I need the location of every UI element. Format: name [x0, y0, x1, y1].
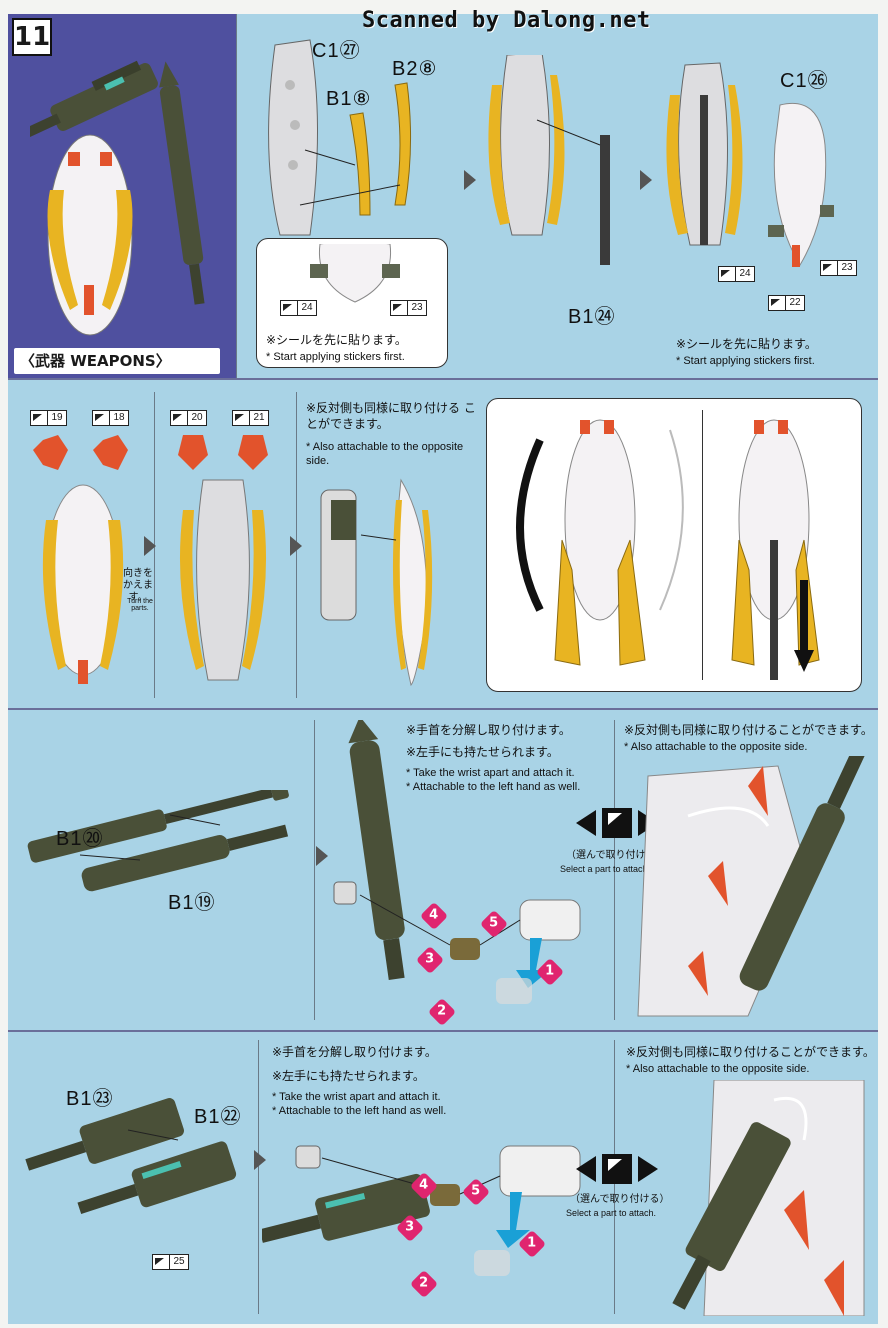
select-part-icon — [554, 1152, 704, 1188]
sticker-22: 22 — [768, 295, 805, 311]
sticker-note-en: * Start applying stickers first. — [676, 355, 815, 367]
arm-attach-art — [320, 478, 433, 686]
select-note-jp: （選んで取り付ける） — [566, 850, 666, 861]
gun-halves-art — [25, 1098, 237, 1215]
part-b1-19-label: B1⑲ — [168, 892, 216, 914]
shield-frame-art — [268, 39, 412, 236]
sticker-20: 20 — [170, 410, 207, 426]
part-b1-22-label: B1㉒ — [194, 1106, 242, 1128]
turn-note-en: Turn the parts. — [127, 598, 153, 612]
select-part-icon — [554, 806, 704, 842]
next-step-arrow — [290, 536, 302, 556]
sticker-21: 21 — [232, 410, 269, 426]
section-title: 〈武器 WEAPONS〉 — [14, 348, 220, 374]
shield-assembly-art — [666, 62, 834, 267]
sticker-note-jp: ※シールを先に貼ります。 — [676, 337, 817, 351]
part-b1-24-label: B1㉔ — [568, 306, 616, 328]
panel-divider — [314, 720, 315, 1020]
wrist-note-en-2: * Attachable to the left hand as well. — [272, 1105, 447, 1117]
wrist-note-jp-1: ※手首を分解し取り付けます。 — [406, 723, 571, 737]
opposite-note-en: * Also attachable to the opposite side. — [306, 441, 464, 467]
part-c1-27-label: C1㉗ — [312, 40, 361, 62]
next-step-arrow — [640, 170, 652, 190]
sticker-23: 23 — [390, 300, 427, 316]
next-step-arrow — [144, 536, 156, 556]
wrist-note-jp-2: ※左手にも持たせられます。 — [406, 745, 559, 759]
shield-front-art — [33, 435, 128, 684]
sticker-note-jp: ※シールを先に貼ります。 — [266, 333, 407, 347]
sticker-24: 24 — [280, 300, 317, 316]
panel-divider — [614, 720, 615, 1020]
part-b1-20-label: B1⑳ — [56, 828, 104, 850]
robot-holding-gun-art — [672, 1080, 865, 1316]
shield-rotate-art — [516, 419, 684, 666]
sticker-24: 24 — [718, 266, 755, 282]
callout-divider — [702, 410, 703, 680]
sticker-detail-art — [310, 244, 400, 303]
opposite-note-en: * Also attachable to the opposite side. — [624, 741, 808, 753]
shield-back-art — [178, 435, 268, 681]
next-step-arrow — [464, 170, 476, 190]
select-note-en: Select a part to attach. — [566, 1208, 657, 1218]
step-number: 11 — [12, 18, 52, 56]
next-step-arrow — [254, 1150, 266, 1170]
turn-note-jp: 向きを かえます。 — [123, 568, 153, 603]
weapons-overview-art — [30, 60, 205, 336]
wrist-note-jp-2: ※左手にも持たせられます。 — [272, 1069, 425, 1083]
hand-grip-gun-art — [262, 1145, 581, 1276]
wrist-note-en-1: * Take the wrist apart and attach it. — [406, 767, 575, 779]
wrist-note-en-1: * Take the wrist apart and attach it. — [272, 1091, 441, 1103]
part-b2-8-label: B2⑧ — [392, 58, 438, 80]
rifle-halves-art — [27, 790, 289, 892]
sticker-note-en: * Start applying stickers first. — [266, 351, 405, 363]
wrist-note-en-2: * Attachable to the left hand as well. — [406, 781, 581, 793]
part-b1-23-label: B1㉓ — [66, 1088, 114, 1110]
wrist-note-jp-1: ※手首を分解し取り付けます。 — [272, 1045, 437, 1059]
part-c1-26-label: C1㉖ — [780, 70, 829, 92]
sticker-25: 25 — [152, 1254, 189, 1270]
next-step-arrow — [316, 846, 328, 866]
select-note-jp: （選んで取り付ける） — [570, 1194, 670, 1205]
shield-rod-art — [488, 55, 610, 265]
select-note-en: Select a part to attach. — [560, 864, 651, 874]
opposite-note-jp: ※反対側も同様に取り付けることができます。 — [626, 1045, 875, 1059]
part-b1-8-label: B1⑧ — [326, 88, 372, 110]
sticker-18: 18 — [92, 410, 129, 426]
row-divider — [8, 1030, 878, 1032]
robot-holding-rifle-art — [637, 756, 866, 1017]
panel-divider — [258, 1040, 259, 1314]
row-divider — [8, 708, 878, 710]
row-divider — [8, 378, 878, 380]
scan-watermark: Scanned by Dalong.net — [362, 8, 651, 33]
sticker-19: 19 — [30, 410, 67, 426]
opposite-note-jp: ※反対側も同様に取り付ける ことができます。 — [306, 401, 476, 431]
panel-divider — [236, 14, 237, 378]
sticker-23: 23 — [820, 260, 857, 276]
shield-rod-insert-art — [731, 419, 820, 680]
opposite-note-jp: ※反対側も同様に取り付けることができます。 — [624, 723, 873, 737]
opposite-note-en: * Also attachable to the opposite side. — [626, 1063, 810, 1075]
